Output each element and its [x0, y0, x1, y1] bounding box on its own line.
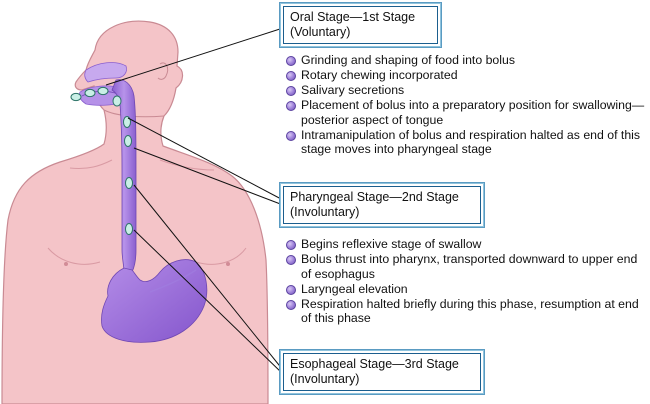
bullet-icon [286, 299, 296, 310]
list-item: Laryngeal elevation [284, 282, 646, 297]
bolus-1 [70, 92, 82, 102]
list-item: Rotary chewing incorporated [284, 68, 646, 83]
oral-leader-line [105, 27, 284, 86]
bolus-6 [124, 135, 132, 147]
bolus-2 [84, 88, 96, 98]
stomach-highlight [149, 269, 197, 293]
bullet-icon [286, 71, 296, 81]
bolus-4 [112, 95, 122, 107]
list-item: Bolus thrust into pharynx, transported d… [284, 252, 646, 281]
pharyngeal-leader-bottom [133, 147, 284, 206]
right-nipple [226, 262, 230, 266]
esophageal-stage-subtitle: (Involuntary) [290, 372, 360, 386]
leader-lines [105, 27, 284, 375]
oral-stage-title: Oral Stage—1st Stage [290, 10, 416, 24]
list-item: Respiration halted briefly during this p… [284, 297, 646, 326]
bullet-icon [286, 284, 296, 295]
left-pectoral-line [47, 247, 101, 265]
oral-stage-subtitle: (Voluntary) [290, 25, 351, 39]
bolus-markers [70, 86, 133, 235]
ear [157, 62, 169, 80]
pharyngeal-leader-top [127, 117, 284, 201]
list-item: Salivary secretions [284, 83, 646, 98]
bullet-icon [286, 255, 296, 265]
bullet-icon [286, 130, 296, 141]
bolus-7 [125, 177, 133, 189]
left-clavicle [69, 159, 113, 169]
stomach [101, 259, 208, 343]
list-item: Intramanipulation of bolus and respirati… [284, 128, 646, 157]
bullet-icon [286, 240, 296, 250]
bullet-icon [286, 86, 296, 96]
list-item: Begins reflexive stage of swallow [284, 237, 646, 252]
bullet-icon [286, 101, 296, 111]
left-nipple [64, 262, 68, 266]
right-pectoral-line [195, 247, 247, 265]
pharyngeal-stage-bullets: Begins reflexive stage of swallow Bolus … [284, 237, 646, 326]
list-item: Grinding and shaping of food into bolus [284, 53, 646, 68]
pharyngeal-stage-box: Pharyngeal Stage—2nd Stage (Involuntary) [283, 186, 481, 224]
esophageal-leader-bottom [133, 229, 284, 375]
bolus-5 [123, 116, 131, 128]
right-clavicle [159, 159, 215, 171]
pharyngeal-stage-title: Pharyngeal Stage—2nd Stage [290, 190, 459, 204]
bullet-icon [286, 56, 296, 66]
nasal-cavity [84, 62, 127, 83]
list-item: Placement of bolus into a preparatory po… [284, 98, 646, 127]
oral-stage-bullets: Grinding and shaping of food into bolus … [284, 53, 646, 157]
pharyngeal-stage-subtitle: (Involuntary) [290, 205, 360, 219]
esophageal-leader-top [133, 184, 284, 371]
oral-stage-box: Oral Stage—1st Stage (Voluntary) [283, 6, 438, 44]
bolus-3 [97, 86, 109, 96]
esophageal-stage-title: Esophageal Stage—3rd Stage [290, 357, 459, 371]
esophageal-stage-box: Esophageal Stage—3rd Stage (Involuntary) [283, 353, 481, 391]
bolus-8 [125, 223, 133, 235]
